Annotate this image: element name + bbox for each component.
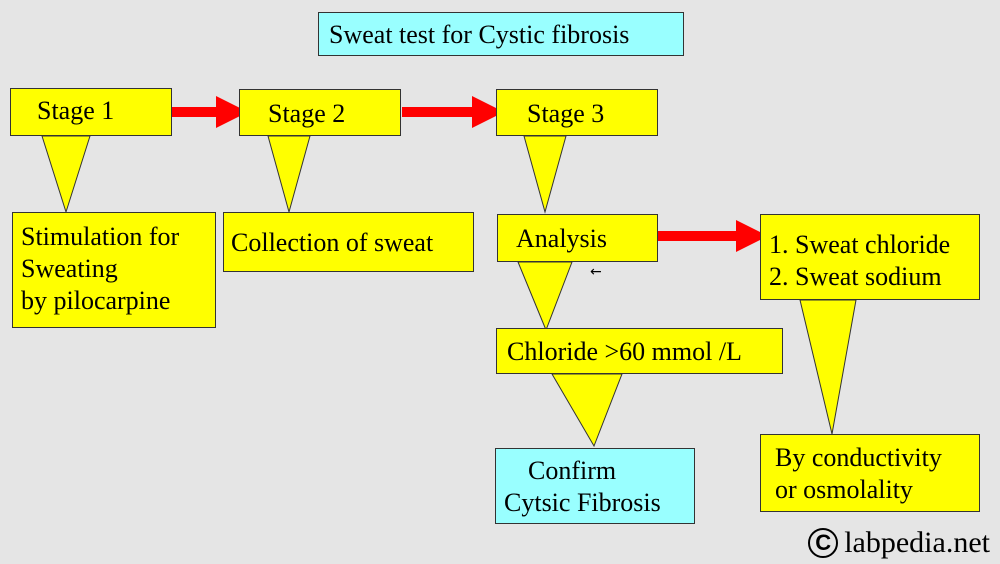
stage-1-box: Stage 1 — [10, 88, 172, 136]
stage-1-callout-tail — [41, 135, 91, 214]
stage-3-box: Stage 3 — [496, 89, 658, 136]
confirm-line-2: Cytsic Fibrosis — [504, 488, 661, 517]
stage-2-callout-tail — [267, 135, 311, 214]
stage-3-callout-tail — [523, 135, 567, 214]
collection-text: Collection of sweat — [231, 228, 434, 257]
measure-sweat-chloride: 1. Sweat chloride — [769, 230, 951, 259]
watermark: C labpedia.net — [808, 526, 990, 560]
collection-box: Collection of sweat — [223, 212, 474, 272]
measures-box: 1. Sweat chloride 2. Sweat sodium — [760, 214, 980, 300]
stage-2-label: Stage 2 — [268, 99, 346, 128]
stimulation-box: Stimulation for Sweating by pilocarpine — [12, 212, 216, 328]
confirm-line-1: Confirm — [528, 456, 617, 485]
measure-sweat-sodium: 2. Sweat sodium — [769, 262, 942, 291]
method-box: By conductivity or osmolality — [760, 434, 980, 512]
method-line-2: or osmolality — [775, 475, 913, 504]
stimulation-line-3: by pilocarpine — [21, 286, 171, 315]
watermark-text: labpedia.net — [844, 526, 990, 559]
copyright-icon: C — [808, 528, 839, 558]
stage-3-label: Stage 3 — [527, 99, 605, 128]
measures-callout-tail — [799, 299, 857, 435]
diagram-title-text: Sweat test for Cystic fibrosis — [329, 20, 630, 49]
method-line-1: By conductivity — [775, 443, 942, 472]
stage-1-label: Stage 1 — [37, 96, 115, 125]
threshold-box: Chloride >60 mmol /L — [496, 328, 783, 374]
diagram-title: Sweat test for Cystic fibrosis — [318, 12, 684, 56]
stimulation-line-1: Stimulation for — [21, 222, 180, 251]
threshold-text: Chloride >60 mmol /L — [507, 337, 742, 366]
analysis-box: Analysis — [497, 214, 658, 262]
confirm-box: Confirm Cytsic Fibrosis — [495, 448, 695, 524]
analysis-callout-tail — [517, 261, 573, 332]
stimulation-line-2: Sweating — [21, 254, 118, 283]
stage-2-box: Stage 2 — [239, 89, 401, 136]
small-left-arrow: ← — [590, 264, 602, 280]
threshold-callout-tail — [551, 373, 623, 448]
analysis-text: Analysis — [516, 224, 607, 253]
